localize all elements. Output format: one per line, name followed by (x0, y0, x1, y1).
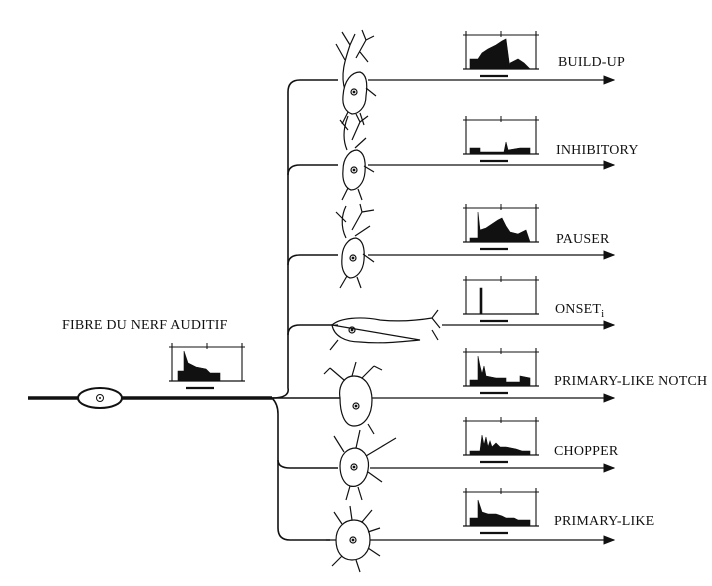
histogram-chopper (463, 417, 539, 464)
label-inhibitory: INHIBITORY (556, 143, 639, 158)
neuron-primary-like-notch (323, 361, 383, 435)
label-onset-subscript: i (601, 308, 605, 320)
histogram-onset (463, 276, 539, 323)
label-pauser: PAUSER (556, 232, 610, 247)
fiber-histogram (169, 343, 245, 390)
histogram-fiber (169, 343, 245, 390)
label-chopper: CHOPPER (554, 444, 619, 459)
neuron-onset (329, 309, 441, 351)
neuron-build-up (335, 29, 377, 126)
auditory-nerve-fiber (28, 387, 272, 409)
neuron-primary-like (326, 505, 381, 573)
histogram-primary-like-notch (463, 348, 539, 395)
label-primary-like-notch: PRIMARY-LIKE NOTCH (554, 374, 708, 389)
histogram-build-up (463, 31, 539, 78)
label-onset-text: ONSET (555, 302, 602, 317)
neuron-pauser (335, 203, 375, 289)
histograms (463, 31, 539, 535)
neurons (323, 29, 441, 573)
neuron-chopper (333, 429, 397, 501)
label-build-up: BUILD-UP (558, 55, 625, 70)
output-arrows (368, 75, 616, 545)
fiber-label: FIBRE DU NERF AUDITIF (62, 318, 228, 333)
label-onset: ONSETi (555, 302, 604, 320)
histogram-pauser (463, 204, 539, 251)
neuron-inhibitory (339, 113, 375, 201)
label-primary-like: PRIMARY-LIKE (554, 514, 655, 529)
histogram-inhibitory (463, 116, 539, 163)
histogram-primary-like (463, 488, 539, 535)
branch-tree (271, 79, 340, 541)
